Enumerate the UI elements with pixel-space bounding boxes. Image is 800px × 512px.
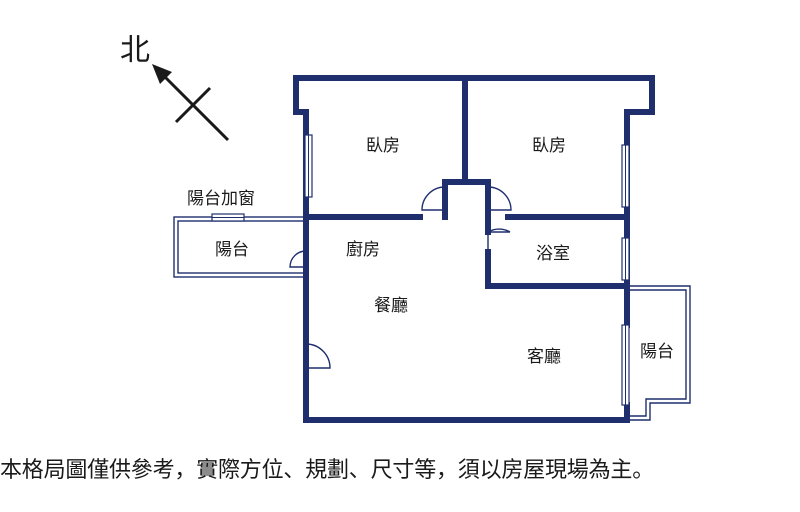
label-bedroom-right: 臥房 xyxy=(532,136,566,156)
label-balcony-left: 陽台 xyxy=(215,240,249,260)
label-balcony-right: 陽台 xyxy=(640,342,674,362)
label-dining: 餐廳 xyxy=(374,296,408,316)
north-compass: 北 xyxy=(120,33,230,142)
compass-north-label: 北 xyxy=(120,33,150,68)
label-balcony-window: 陽台加窗 xyxy=(187,189,255,209)
label-living: 客廳 xyxy=(527,347,561,367)
compass-arrow-head xyxy=(152,64,172,84)
compass-cross-line xyxy=(174,86,212,124)
doors xyxy=(289,186,512,369)
label-bathroom: 浴室 xyxy=(536,244,570,264)
windows xyxy=(211,134,630,406)
label-bedroom-left: 臥房 xyxy=(366,136,400,156)
disclaimer-text: 本格局圖僅供參考，實際方位、規劃、尺寸等，須以房屋現場為主。 xyxy=(0,458,655,483)
label-kitchen: 廚房 xyxy=(346,239,380,260)
right-balcony-outline xyxy=(627,285,691,421)
